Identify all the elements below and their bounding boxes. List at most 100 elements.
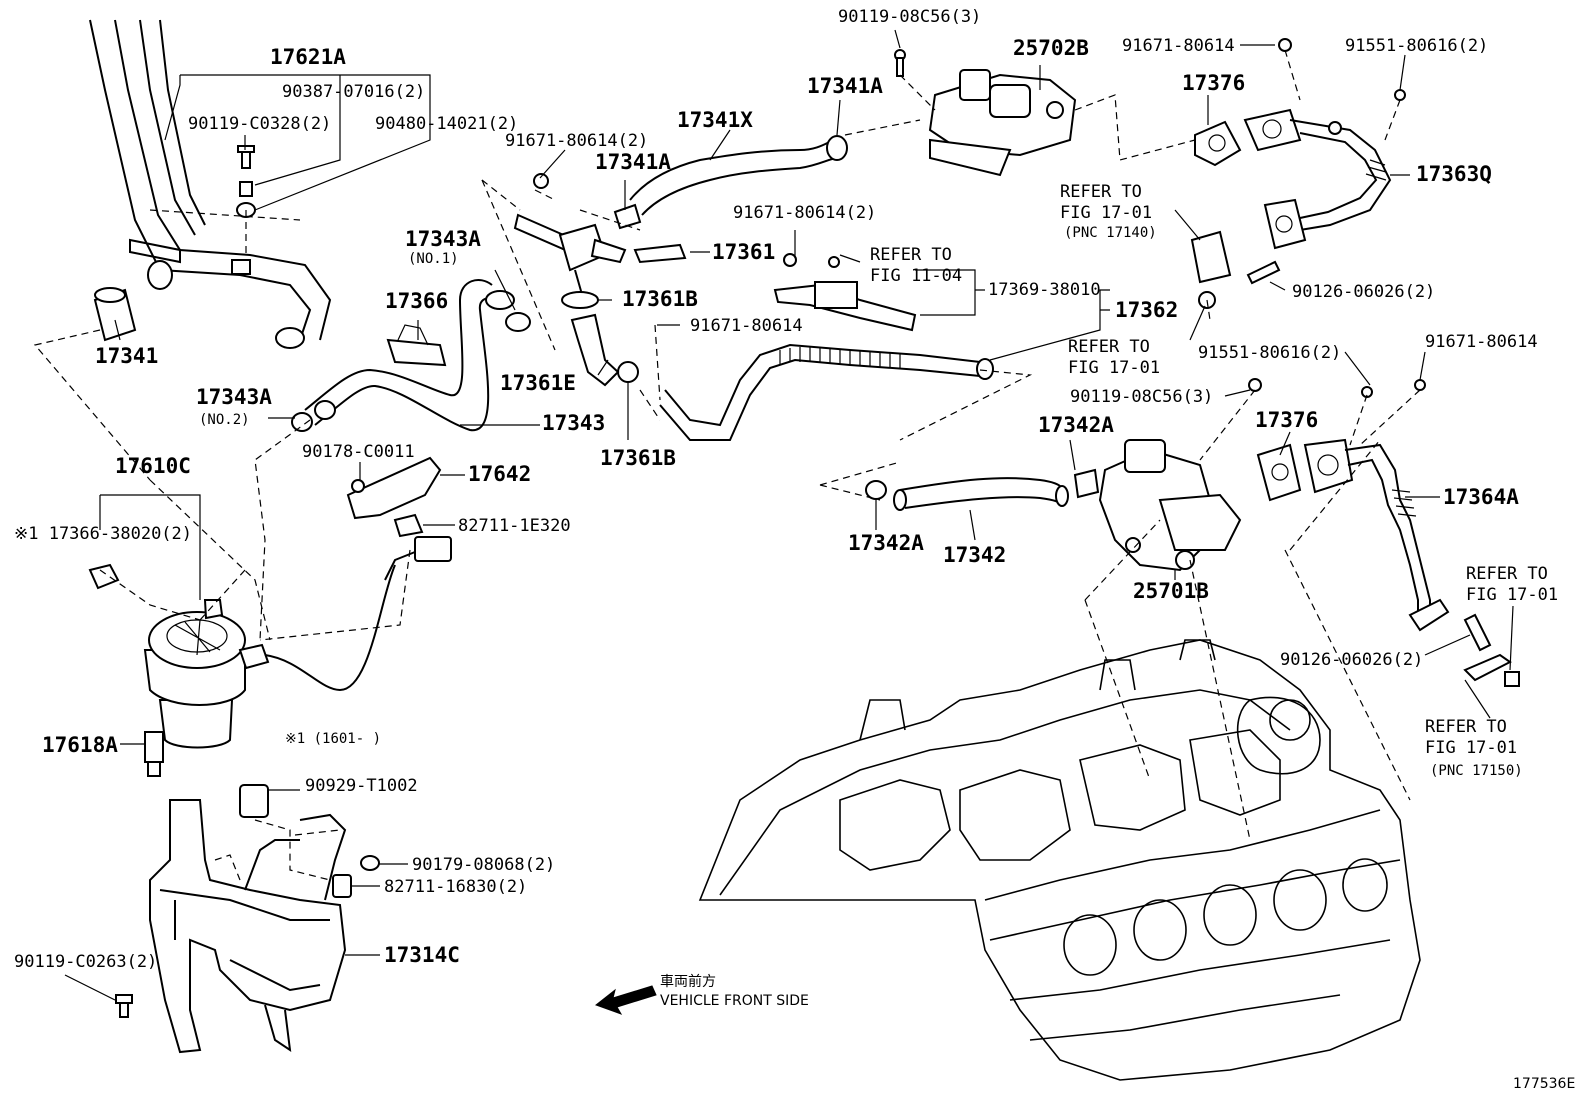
label-90119-08c56-a[interactable]: 90119-08C56(3) <box>838 7 981 27</box>
label-90126-06026-a[interactable]: 90126-06026(2) <box>1292 282 1435 302</box>
label-17314c[interactable]: 17314C <box>384 943 460 967</box>
part-17361-pipe <box>513 173 687 306</box>
label-refer-11-04-1[interactable]: REFER TO <box>870 245 952 265</box>
part-17343a-no1-clamp <box>505 312 531 332</box>
label-25702b[interactable]: 25702B <box>1013 36 1089 60</box>
label-91671-80614-d[interactable]: 91671-80614 <box>690 316 803 336</box>
label-17343a-no1[interactable]: 17343A <box>405 227 481 251</box>
part-17362-pipe <box>659 343 994 441</box>
figure-code: 177536E <box>1513 1076 1575 1092</box>
label-17362[interactable]: 17362 <box>1115 298 1178 322</box>
label-91671-80614-e[interactable]: 91671-80614 <box>1425 332 1538 352</box>
label-90929-t1002[interactable]: 90929-T1002 <box>305 776 418 796</box>
label-pnc-17150: (PNC 17150) <box>1430 763 1523 779</box>
label-82711-16830[interactable]: 82711-16830(2) <box>384 877 527 897</box>
engine-illustration <box>698 639 1421 1081</box>
label-82711-1e320[interactable]: 82711-1E320 <box>458 516 571 536</box>
label-17341a-b[interactable]: 17341A <box>807 74 883 98</box>
label-17610c[interactable]: 17610C <box>115 454 191 478</box>
part-17363q-pipe <box>1263 38 1406 250</box>
label-pnc-17140: (PNC 17140) <box>1064 225 1157 241</box>
label-91671-80614-b[interactable]: 91671-80614 <box>1122 36 1235 56</box>
label-17618a[interactable]: 17618A <box>42 733 118 757</box>
part-17343a-no2-clamp <box>291 400 336 432</box>
part-refer-17-01-gasket-a <box>1190 230 1232 309</box>
label-17361e[interactable]: 17361E <box>500 371 576 395</box>
label-17376-a[interactable]: 17376 <box>1182 71 1245 95</box>
note-production-range: ※1 (1601- ) <box>285 731 381 747</box>
vehicle-front-arrow-icon <box>594 985 657 1015</box>
part-17621a-pipe <box>89 19 332 349</box>
part-17376-gasket-upper <box>1194 108 1302 167</box>
part-17314c-bracket <box>149 799 347 1054</box>
label-17642[interactable]: 17642 <box>468 462 531 486</box>
dashed-reference-lines <box>33 49 1421 881</box>
label-17343a-no2[interactable]: 17343A <box>196 385 272 409</box>
part-17618a-sensor <box>144 731 164 777</box>
label-17342[interactable]: 17342 <box>943 543 1006 567</box>
part-17343-hose <box>304 279 515 432</box>
front-side-english: VEHICLE FRONT SIDE <box>660 993 809 1009</box>
label-17341[interactable]: 17341 <box>95 344 158 368</box>
label-91671-80614-a[interactable]: 91671-80614(2) <box>505 131 648 151</box>
label-17621a[interactable]: 17621A <box>270 45 346 69</box>
part-17366-38020-clip <box>88 563 120 590</box>
part-17366-clamp <box>386 324 447 367</box>
label-17342a-b[interactable]: 17342A <box>848 531 924 555</box>
label-refer-17-01-b1[interactable]: REFER TO <box>1068 337 1150 357</box>
label-17376-b[interactable]: 17376 <box>1255 408 1318 432</box>
label-no2: (NO.2) <box>199 412 250 428</box>
part-17342a-clamp <box>865 480 887 500</box>
label-17341x[interactable]: 17341X <box>677 108 753 132</box>
part-17361e-hose <box>570 313 620 387</box>
part-17364a-pipe <box>1344 379 1450 632</box>
part-25701b-valve <box>1073 378 1262 572</box>
label-17361b-a[interactable]: 17361B <box>622 287 698 311</box>
part-17361b-clamp <box>561 291 639 383</box>
label-refer-17-01-d1[interactable]: REFER TO <box>1425 717 1507 737</box>
label-90119-c0263[interactable]: 90119-C0263(2) <box>14 952 157 972</box>
label-17366[interactable]: 17366 <box>385 289 448 313</box>
label-no1: (NO.1) <box>408 251 459 267</box>
label-17361[interactable]: 17361 <box>712 240 775 264</box>
part-labels: 17621A 90387-07016(2) 90119-C0328(2) 904… <box>14 7 1575 1092</box>
label-90178-c0011[interactable]: 90178-C0011 <box>302 442 415 462</box>
label-90179-08068[interactable]: 90179-08068(2) <box>412 855 555 875</box>
part-90119-c0263-bolt <box>115 994 133 1018</box>
part-90126-stud-a <box>1246 260 1281 285</box>
label-17363q[interactable]: 17363Q <box>1416 162 1492 186</box>
label-refer-17-01-b2[interactable]: FIG 17-01 <box>1068 358 1160 378</box>
label-90126-06026-b[interactable]: 90126-06026(2) <box>1280 650 1423 670</box>
part-82711-1e320-connector <box>384 536 452 581</box>
label-17341a-a[interactable]: 17341A <box>595 150 671 174</box>
part-90126-stud-b <box>1463 613 1492 652</box>
label-refer-17-01-c1[interactable]: REFER TO <box>1466 564 1548 584</box>
label-90119-c0328[interactable]: 90119-C0328(2) <box>188 114 331 134</box>
label-17361b-b[interactable]: 17361B <box>600 446 676 470</box>
leader-lines <box>64 29 1514 1001</box>
label-91551-80616-a[interactable]: 91551-80616(2) <box>1345 36 1488 56</box>
front-side-japanese: 車両前方 <box>660 973 716 990</box>
label-90387-07016[interactable]: 90387-07016(2) <box>282 82 425 102</box>
label-refer-17-01-d2[interactable]: FIG 17-01 <box>1425 738 1517 758</box>
label-17364a[interactable]: 17364A <box>1443 485 1519 509</box>
label-91551-80616-b[interactable]: 91551-80616(2) <box>1198 343 1341 363</box>
label-refer-11-04-2[interactable]: FIG 11-04 <box>870 266 962 286</box>
part-17376-gasket-lower <box>1256 438 1354 502</box>
part-17369-bracket <box>773 253 917 332</box>
label-17366-38020[interactable]: ※1 17366-38020(2) <box>14 524 192 544</box>
label-90119-08c56-b[interactable]: 90119-08C56(3) <box>1070 387 1213 407</box>
label-refer-17-01-a2[interactable]: FIG 17-01 <box>1060 203 1152 223</box>
label-17369-38010[interactable]: 17369-38010 <box>988 280 1101 300</box>
bolt-90119-c0328 <box>236 145 256 218</box>
part-17341x-hose <box>629 135 848 216</box>
part-25702b-valve <box>894 49 1077 177</box>
label-refer-17-01-c2[interactable]: FIG 17-01 <box>1466 585 1558 605</box>
label-refer-17-01-a1[interactable]: REFER TO <box>1060 182 1142 202</box>
label-17343[interactable]: 17343 <box>542 411 605 435</box>
label-90480-14021[interactable]: 90480-14021(2) <box>375 114 518 134</box>
label-25701b[interactable]: 25701B <box>1133 579 1209 603</box>
label-17342a-a[interactable]: 17342A <box>1038 413 1114 437</box>
label-91671-80614-c[interactable]: 91671-80614(2) <box>733 203 876 223</box>
